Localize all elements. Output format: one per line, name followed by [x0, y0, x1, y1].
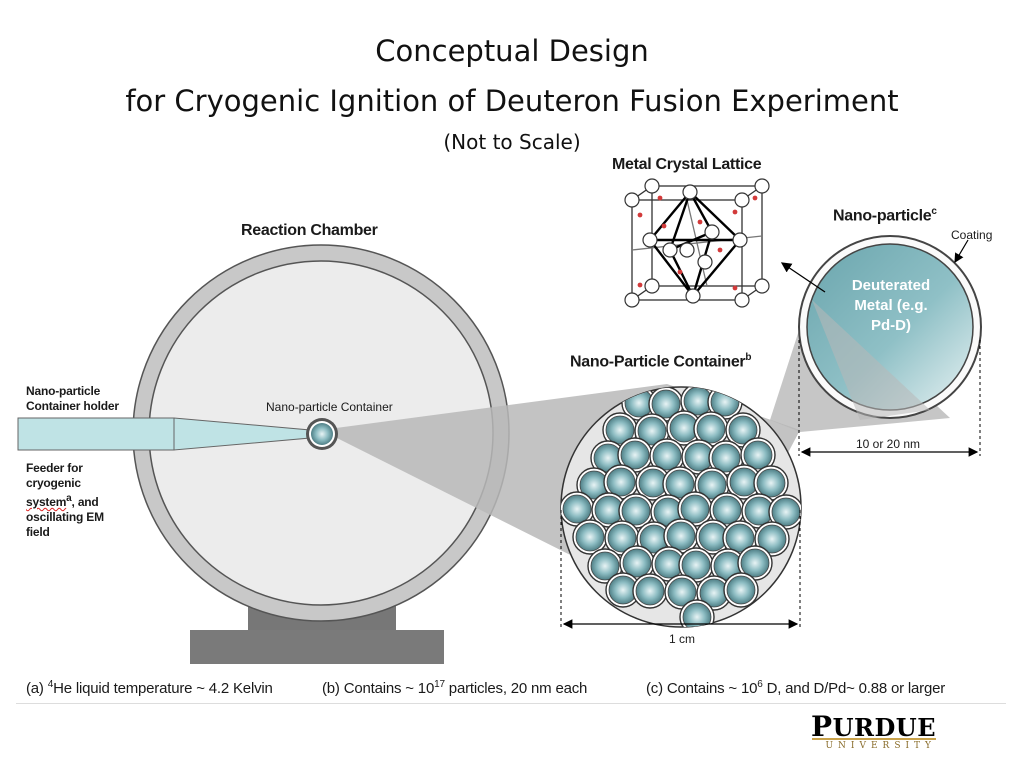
deuteron-dot-7 [677, 269, 683, 275]
small-container-core [311, 423, 333, 445]
slide-subtitle: (Not to Scale) [443, 130, 581, 154]
nano-particle-core-29 [771, 497, 801, 527]
nano-particle-core-37 [590, 551, 620, 581]
nano-particle-core-42 [740, 548, 770, 578]
lattice-atom-12 [704, 224, 720, 240]
coating-label: Coating [951, 228, 993, 242]
deuteron-dot-2 [637, 282, 643, 288]
nano-particle-core-33 [666, 521, 696, 551]
lattice-pointer-arrow [780, 262, 826, 293]
deuteron-dot-6 [697, 219, 703, 225]
lattice-atom-7 [754, 278, 770, 294]
lattice-atom-13 [662, 242, 678, 258]
lattice-atom-3 [734, 292, 750, 308]
footnote-a: (a) 4He liquid temperature ~ 4.2 Kelvin [26, 679, 273, 697]
deuteron-dot-4 [657, 195, 663, 201]
nano-particle-core-45 [667, 577, 697, 607]
nano-particle-core-14 [743, 440, 773, 470]
nano-particle-label: Nano-particlec [833, 206, 937, 225]
nano-particle-core-3 [710, 387, 740, 417]
nano-particle-core-16 [606, 467, 636, 497]
lattice-atom-5 [754, 178, 770, 194]
nano-particle-cluster [561, 387, 801, 627]
footer-divider [16, 703, 1006, 704]
lattice-atoms [624, 178, 770, 308]
footnote-c: (c) Contains ~ 106 D, and D/Pd~ 0.88 or … [646, 679, 946, 697]
lattice-atom-11 [732, 232, 748, 248]
deuterated-metal-label: Deuterated Metal (e.g. Pd-D) [851, 277, 931, 334]
nano-particle-core-13 [711, 443, 741, 473]
purdue-logo-subtitle: UNIVERSITY [825, 741, 936, 751]
nano-particle-core-1 [651, 389, 681, 419]
purdue-logo: PURDUE [811, 710, 936, 743]
nano-particle-core-24 [621, 496, 651, 526]
nano-particle-core-30 [575, 522, 605, 552]
lattice-atom-15 [697, 254, 713, 270]
lattice-atom-2 [624, 292, 640, 308]
nano-particle-core-8 [728, 415, 758, 445]
deuteron-dot-1 [732, 209, 738, 215]
nano-particle-core-22 [562, 494, 592, 524]
nano-particle-core-44 [635, 576, 665, 606]
lattice-atom-8 [682, 184, 698, 200]
slide-title-line1: Conceptual Design [375, 34, 649, 68]
nano-particle-container-label: Nano-Particle Containerb [570, 352, 752, 371]
lattice-atom-10 [642, 232, 658, 248]
coating-pointer [954, 239, 969, 264]
chamber-stand-base [190, 630, 444, 664]
purdue-logo-rule [812, 738, 936, 740]
nano-particle-core-11 [652, 441, 682, 471]
nano-particle-core-47 [726, 575, 756, 605]
nano-particle-core-31 [607, 523, 637, 553]
container-sup: b [745, 352, 752, 363]
nano-particle-core-36 [757, 524, 787, 554]
nano-particle-core-5 [637, 416, 667, 446]
diagram-graphic [17, 178, 982, 664]
nano-particle-core-10 [620, 440, 650, 470]
nano-particle-sup: c [931, 206, 937, 217]
metal-crystal-lattice-label: Metal Crystal Lattice [612, 156, 762, 173]
nano-particle-core-4 [605, 415, 635, 445]
nano-particle-core-19 [697, 470, 727, 500]
lattice-atom-6 [644, 278, 660, 294]
nano-particle-core-27 [712, 495, 742, 525]
deuteron-dot-5 [752, 195, 758, 201]
dimension-cm-label: 1 cm [669, 632, 696, 646]
nano-particle-core-21 [756, 468, 786, 498]
lattice-atom-14 [679, 242, 695, 258]
nano-particle-core-18 [665, 469, 695, 499]
deuteron-dot-8 [717, 247, 723, 253]
deuteron-dot-3 [732, 285, 738, 291]
footnote-b: (b) Contains ~ 1017 particles, 20 nm eac… [322, 679, 588, 697]
lattice-atom-0 [624, 192, 640, 208]
lattice-atom-4 [644, 178, 660, 194]
lattice-atom-1 [734, 192, 750, 208]
nano-particle-core-38 [622, 548, 652, 578]
deuteron-dot-9 [661, 223, 667, 229]
holder-label: Nano-particle Container holder [26, 384, 119, 413]
nano-particle-core-35 [725, 523, 755, 553]
nano-particle-core-7 [696, 414, 726, 444]
nano-particle-core-48 [682, 602, 712, 627]
deuteron-dot-0 [637, 212, 643, 218]
nano-particle-core-26 [680, 494, 710, 524]
lattice-atom-9 [685, 288, 701, 304]
reaction-chamber-label: Reaction Chamber [241, 222, 378, 239]
feeder-label: Feeder for cryogenic systema, and oscill… [26, 461, 104, 539]
container-holder-rod [17, 417, 175, 451]
small-container-label: Nano-particle Container [266, 400, 393, 414]
dimension-nm-label: 10 or 20 nm [856, 437, 921, 451]
nano-particle-core-40 [681, 550, 711, 580]
slide-title-line2: for Cryogenic Ignition of Deuteron Fusio… [125, 84, 899, 118]
